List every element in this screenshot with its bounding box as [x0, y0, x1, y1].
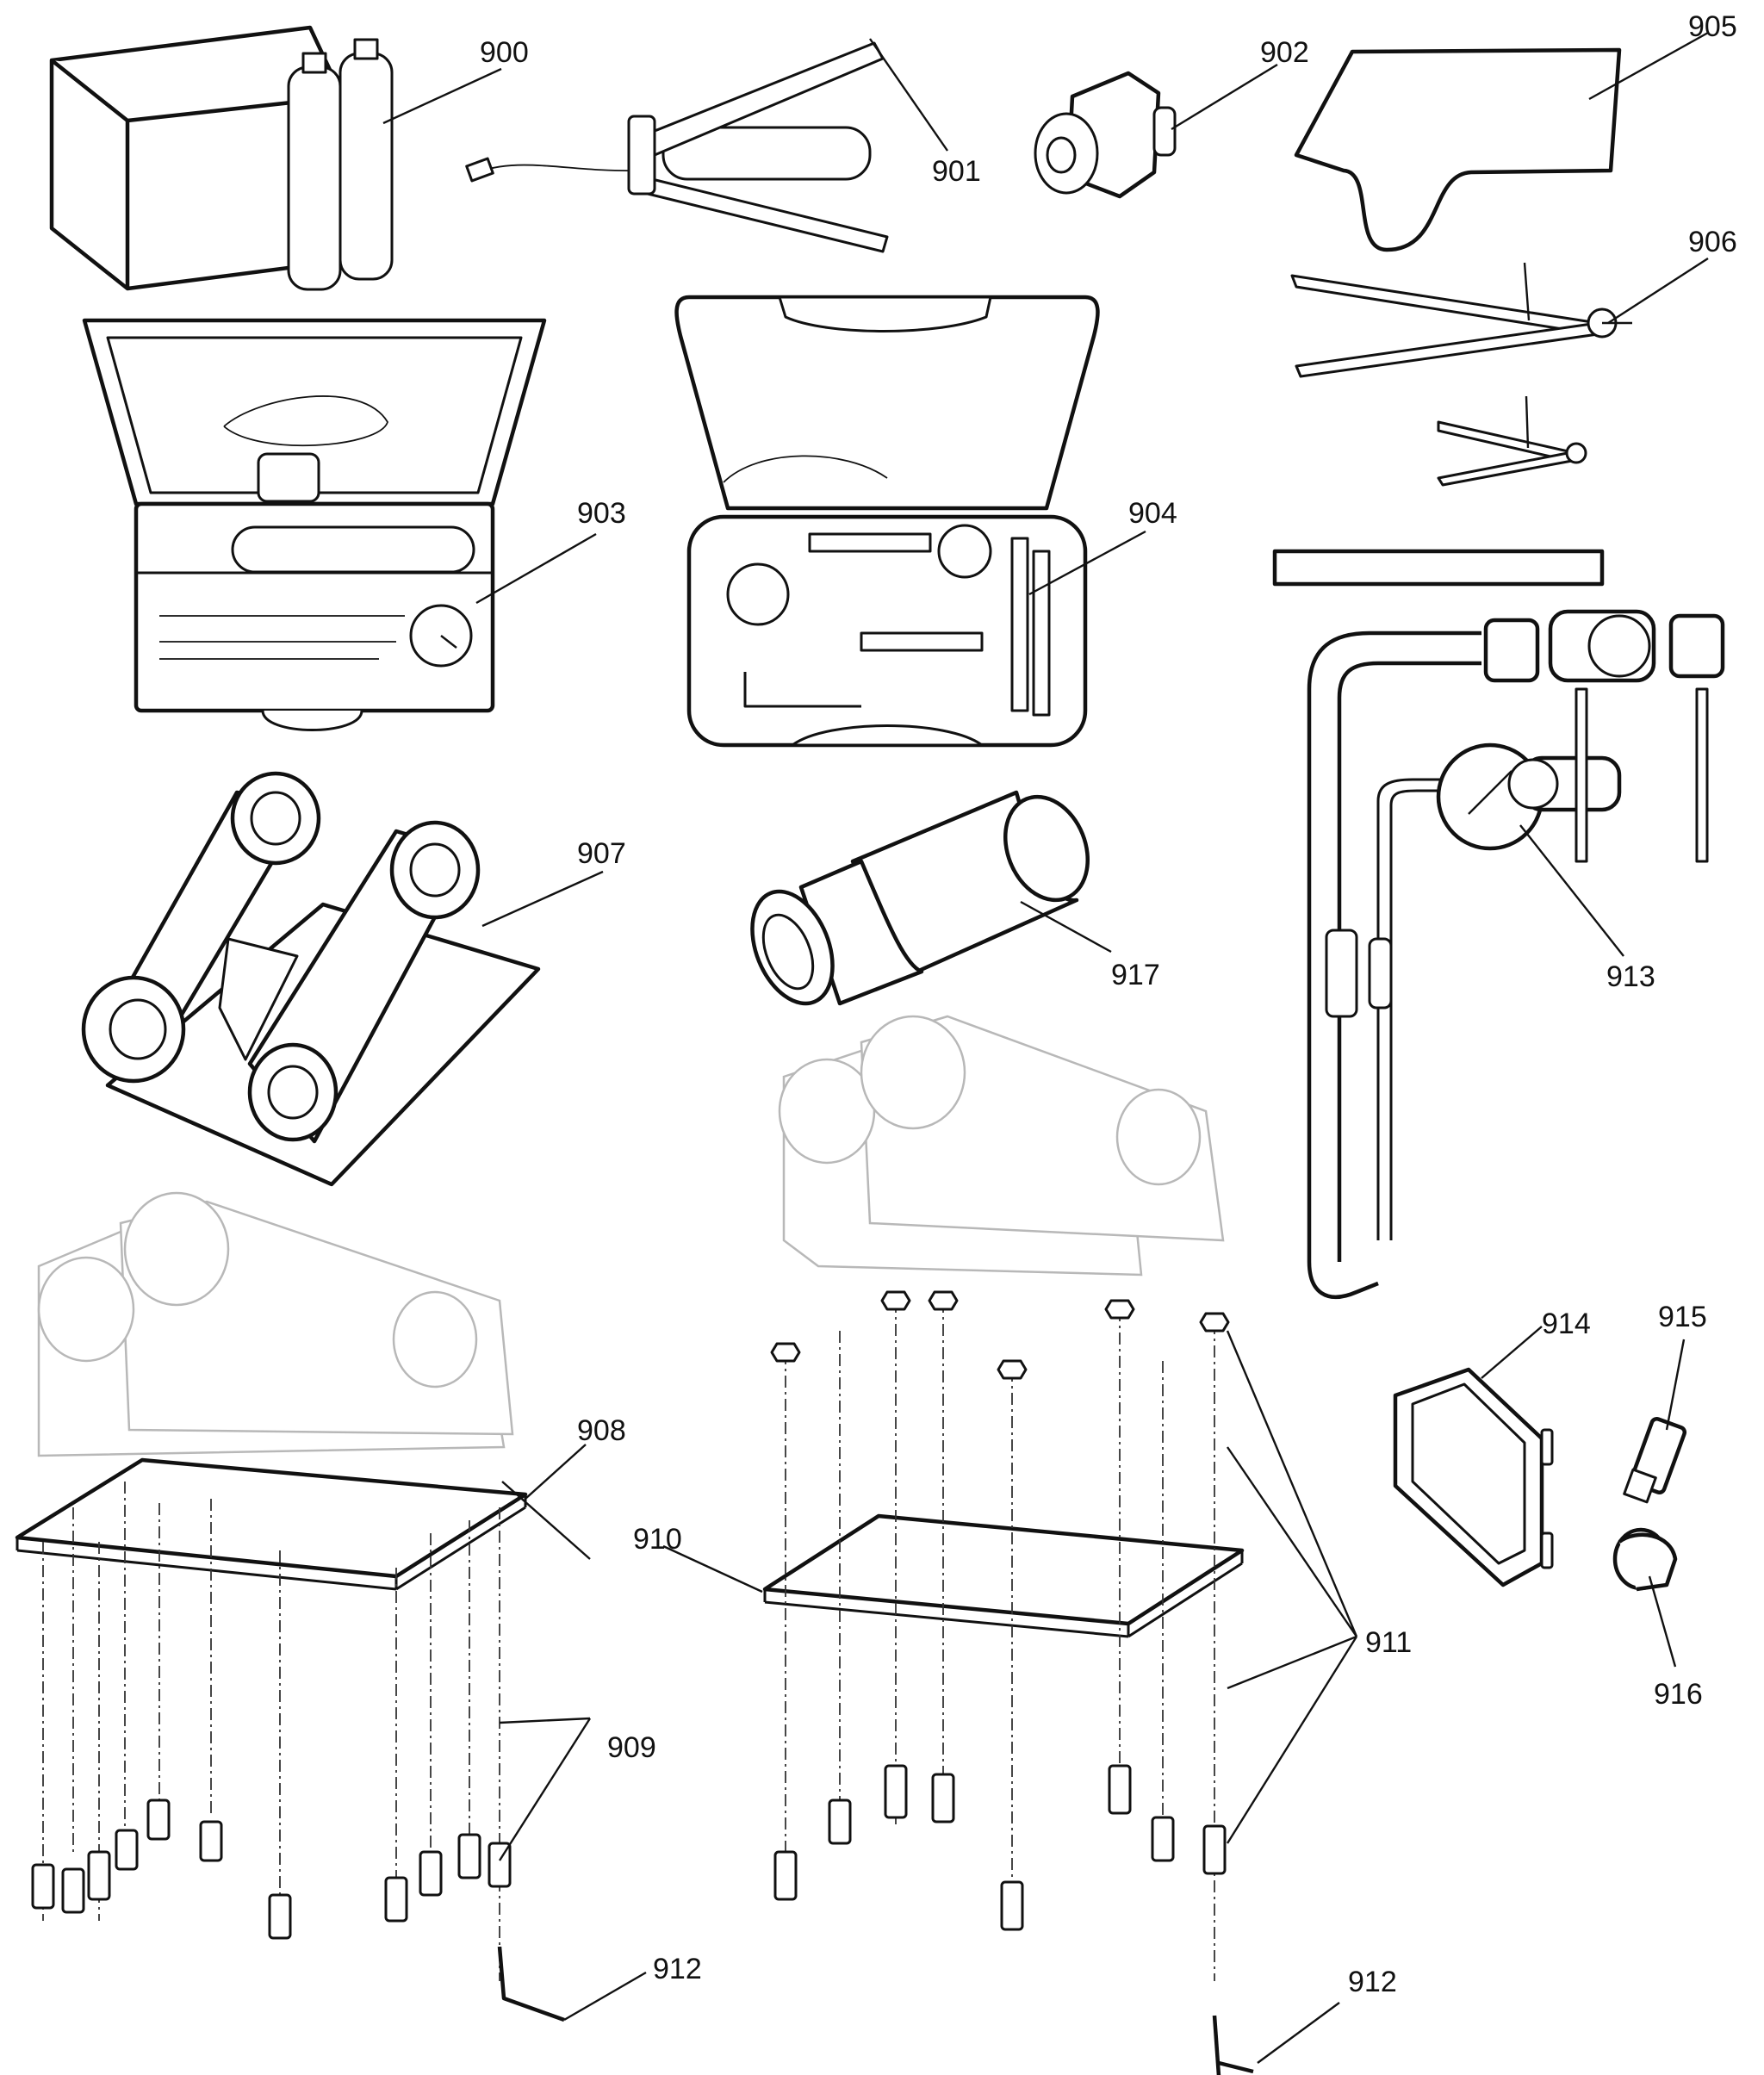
ghost-bracket-left [37, 1191, 514, 1457]
item-913-gauge-hose [1272, 549, 1725, 1299]
label-912-right: 912 [1348, 1966, 1397, 1998]
label-912-left: 912 [653, 1953, 702, 1985]
label-909: 909 [607, 1731, 656, 1764]
label-914: 914 [1542, 1308, 1591, 1340]
item-916-cap [1612, 1527, 1678, 1592]
label-917: 917 [1111, 959, 1160, 991]
item-903-tool-case [82, 318, 547, 731]
item-910-base-plate [762, 1513, 1245, 1638]
item-901-grease-gun [465, 41, 889, 253]
label-913: 913 [1606, 960, 1655, 993]
label-902: 902 [1260, 36, 1309, 69]
label-916: 916 [1654, 1678, 1703, 1711]
leader-lines [382, 31, 1709, 2064]
item-905-plate-gauge [1294, 47, 1622, 252]
item-904-plastic-case [674, 295, 1100, 748]
label-911: 911 [1365, 1626, 1412, 1659]
item-909-bolt-set [31, 1482, 565, 2022]
item-900-grease-cartridges [49, 25, 394, 291]
callout-labels: 900 901 902 905 906 903 904 907 917 913 … [480, 10, 1737, 1998]
item-906-calipers [1290, 262, 1632, 487]
label-907: 907 [577, 837, 626, 870]
label-905: 905 [1688, 10, 1737, 43]
item-914-junction-box [1393, 1367, 1554, 1587]
item-902-fitting [1034, 71, 1177, 199]
label-903: 903 [577, 497, 626, 530]
label-904: 904 [1128, 497, 1177, 530]
label-910: 910 [633, 1523, 682, 1556]
label-906: 906 [1688, 226, 1737, 258]
item-908-base-plate [15, 1457, 528, 1591]
ghost-bracket-middle [778, 1015, 1225, 1277]
label-915: 915 [1658, 1301, 1707, 1333]
item-911-bolt-set [770, 1290, 1254, 2075]
label-900: 900 [480, 36, 529, 69]
item-917-sleeve [750, 790, 1090, 1006]
label-908: 908 [577, 1414, 626, 1447]
label-901: 901 [932, 155, 981, 188]
item-915-connector [1623, 1417, 1687, 1504]
item-907-pivot-bracket [81, 771, 541, 1187]
